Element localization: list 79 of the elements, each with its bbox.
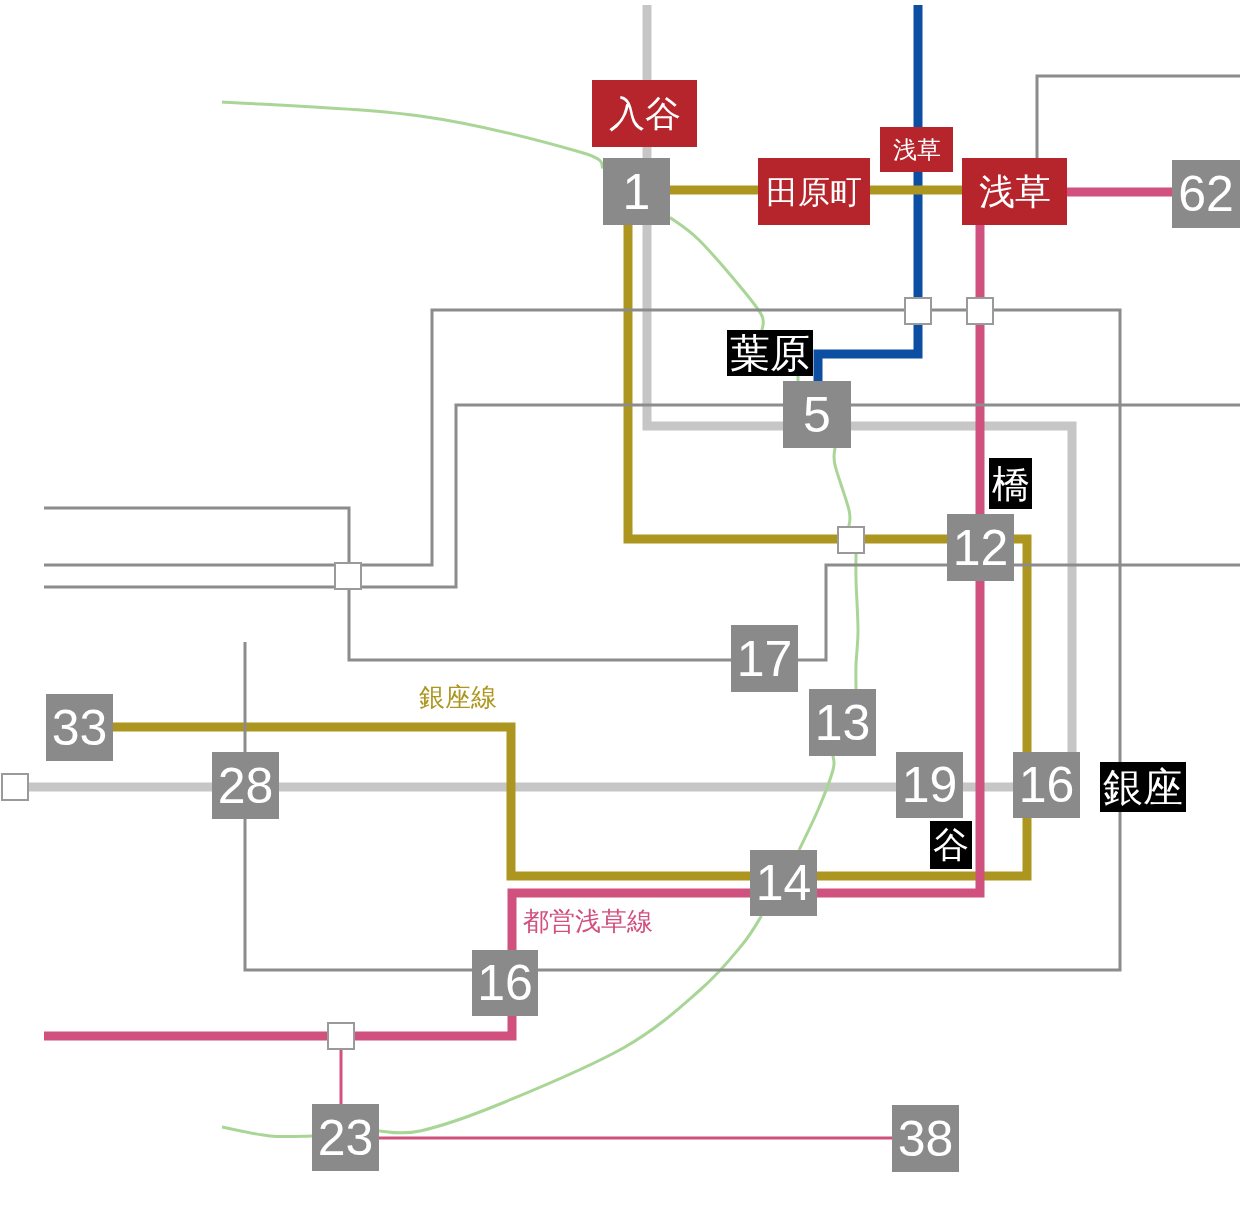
- station-number-sign: 5: [783, 381, 851, 448]
- rail-line: [44, 1031, 327, 1041]
- rail-line: [623, 225, 837, 544]
- rail-line: [362, 308, 904, 567]
- rail-line: [913, 172, 923, 297]
- rail-line: [870, 185, 962, 195]
- station-number-sign: 1: [603, 158, 670, 225]
- station-label: 谷: [930, 821, 972, 869]
- station-number-sign: 23: [312, 1104, 379, 1171]
- rail-line: [1014, 563, 1240, 567]
- rail-line: [538, 812, 1122, 972]
- rail-line: [362, 403, 783, 589]
- rail-line: [994, 308, 1122, 762]
- rail-line: [221, 100, 605, 169]
- rail-line: [963, 782, 1013, 792]
- rail-line: [1067, 187, 1172, 197]
- station-number-sign: 62: [1172, 160, 1240, 228]
- rail-line: [797, 755, 836, 851]
- rail-line: [44, 563, 334, 567]
- rail-line: [817, 818, 1032, 881]
- rail-line: [279, 782, 896, 792]
- rail-line: [832, 447, 852, 527]
- rail-line: [44, 585, 334, 589]
- station-label: 銀座: [1100, 762, 1186, 812]
- rail-line: [669, 216, 765, 331]
- rail-line: [507, 888, 750, 950]
- rail-line: [932, 308, 966, 312]
- rail-line: [243, 642, 247, 752]
- station-name-sign: 浅草: [880, 127, 953, 172]
- rail-line: [243, 819, 472, 972]
- rail-line: [113, 722, 750, 881]
- rail-line: [851, 421, 1077, 752]
- rail-line: [796, 376, 800, 381]
- station-label: 葉原: [727, 330, 813, 376]
- rail-line: [221, 1125, 313, 1139]
- rail-line: [642, 225, 783, 431]
- transfer-square: [327, 1022, 355, 1050]
- rail-line: [813, 325, 923, 381]
- rail-line: [379, 1136, 892, 1140]
- station-number-sign: 13: [809, 689, 876, 756]
- station-number-sign: 14: [750, 850, 817, 916]
- station-number-sign: 38: [892, 1105, 959, 1172]
- rail-line: [378, 915, 763, 1135]
- rail-line: [642, 5, 652, 80]
- station-number-sign: 28: [212, 752, 279, 819]
- rail-line: [29, 782, 212, 792]
- line-name-label: 都営浅草線: [523, 908, 653, 934]
- rail-line: [817, 581, 985, 898]
- station-number-sign: 12: [947, 514, 1014, 581]
- station-number-sign: 16: [472, 950, 538, 1016]
- transfer-square: [334, 562, 362, 590]
- station-number-sign: 19: [896, 752, 963, 818]
- rail-line: [44, 506, 351, 562]
- rail-line: [798, 563, 947, 662]
- transfer-square: [1, 773, 29, 801]
- rail-line: [642, 147, 652, 158]
- rail-line: [347, 590, 731, 662]
- transfer-square: [904, 297, 932, 325]
- transfer-square: [966, 297, 994, 325]
- rail-line: [355, 1016, 517, 1041]
- rail-line: [339, 1050, 343, 1104]
- line-name-label: 銀座線: [419, 684, 497, 710]
- station-name-sign: 田原町: [758, 158, 870, 225]
- station-number-sign: 16: [1013, 752, 1080, 818]
- station-name-sign: 浅草: [962, 158, 1067, 225]
- station-label: 橋: [989, 458, 1032, 509]
- rail-line: [913, 5, 923, 127]
- rail-line: [1014, 534, 1032, 752]
- rail-line: [670, 185, 758, 195]
- station-name-sign: 入谷: [592, 80, 697, 147]
- rail-line: [865, 534, 947, 544]
- transfer-square: [837, 526, 865, 554]
- station-number-sign: 17: [731, 625, 798, 692]
- rail-line: [851, 403, 1240, 407]
- rail-line: [1035, 74, 1240, 158]
- station-number-sign: 33: [46, 694, 113, 761]
- rail-line: [854, 554, 860, 689]
- rail-line: [975, 325, 985, 514]
- rail-line: [975, 225, 985, 297]
